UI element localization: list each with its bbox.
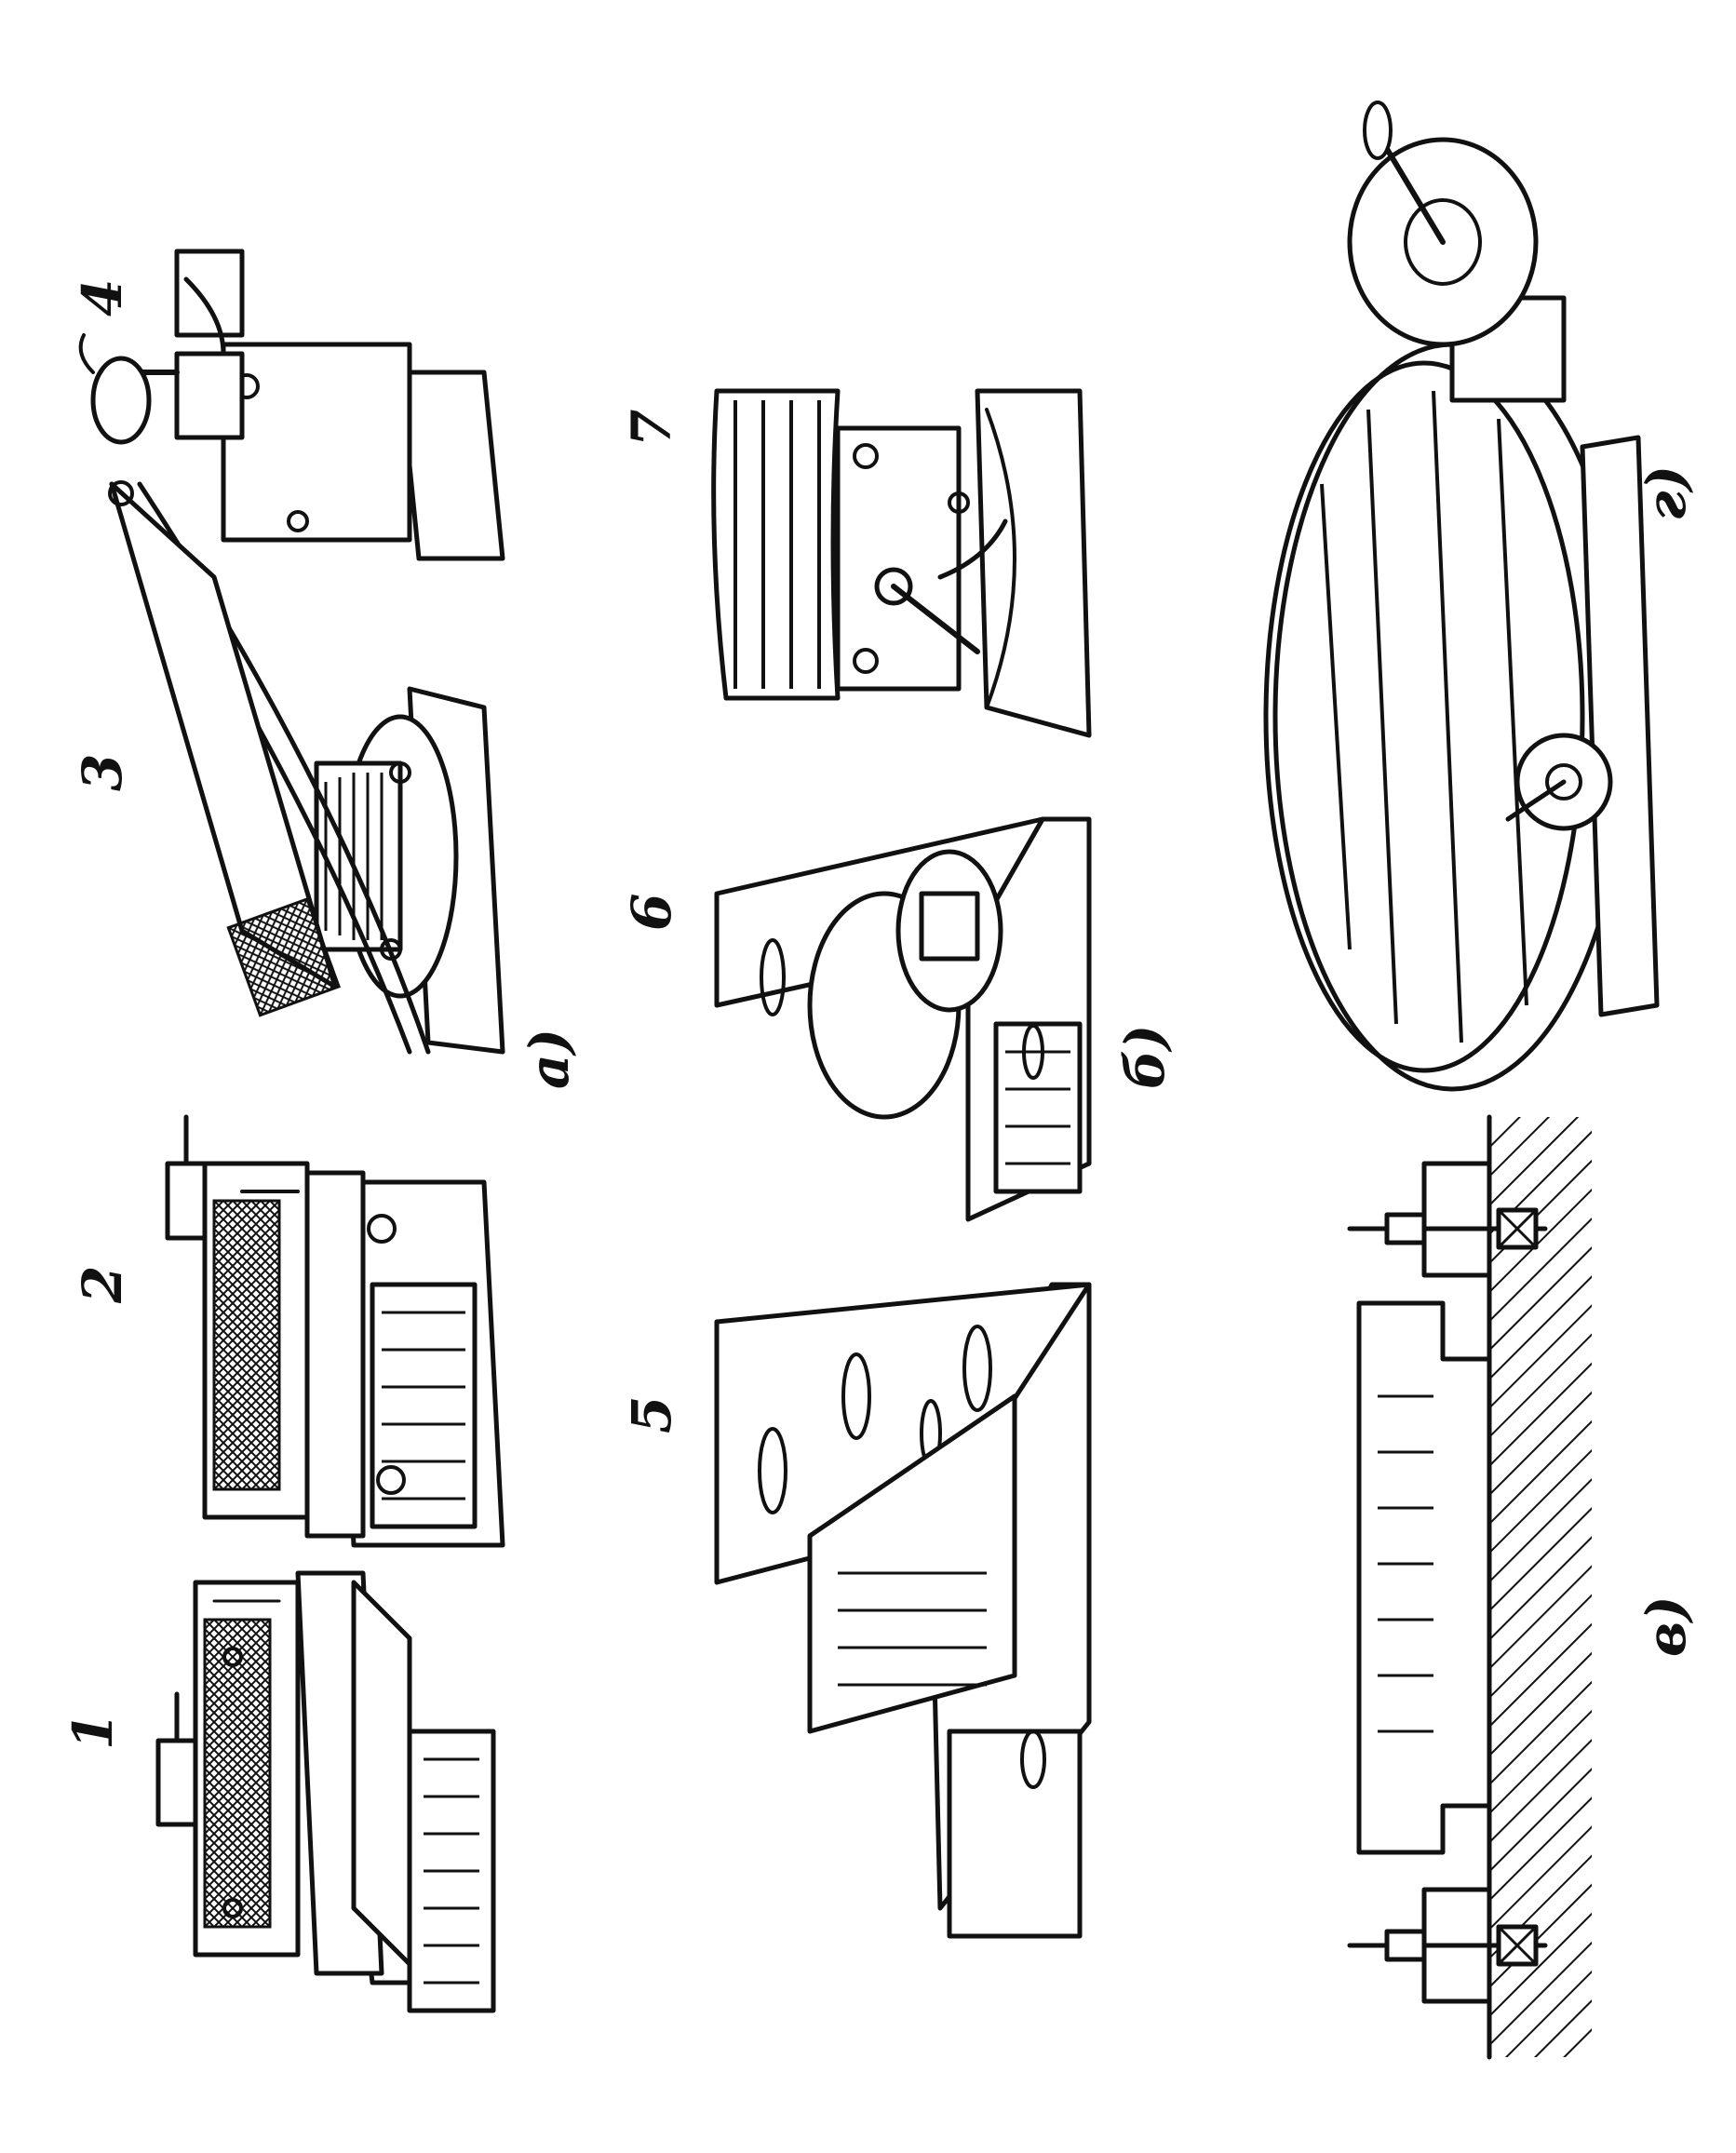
clamped-workpiece-section-icon [1347,1114,1592,2060]
item-5-angle-plate: 5 [620,1282,1092,1939]
angle-plate-icon [714,1282,1092,1939]
item-3-tilting-vise: 3 [71,480,505,1055]
item-4-prism-vise: 4 [71,249,505,561]
item-number-7: 7 [620,410,683,447]
section-b: 5 6 [620,388,1177,1939]
rotary-table-icon [1263,101,1660,1092]
item-2-double-vise: 2 [71,1114,505,1548]
item-number-1: 1 [61,1713,125,1750]
tilting-swivel-vise-icon [108,480,505,1055]
item-number-2: 2 [71,1266,134,1304]
adjustable-angle-plate-icon [714,816,1092,1222]
section-a: 1 [61,249,581,2013]
machine-vise-icon [155,1570,496,2013]
section-label-b: б) [1113,1025,1177,1089]
item-number-6: 6 [620,894,683,931]
prism-jaw-vise-icon [78,249,505,561]
section-label-a: а) [518,1029,581,1089]
section-v: в) [1347,1114,1698,2060]
item-1-machine-vise: 1 [61,1570,496,2013]
item-6-adjustable-plate: 6 [620,816,1092,1222]
section-label-g: г) [1635,465,1698,521]
item-number-3: 3 [71,754,134,791]
section-g: г) [1263,101,1698,1092]
item-7-tilting-table: 7 [620,388,1092,738]
item-number-4: 4 [71,279,134,316]
section-label-v: в) [1635,1595,1698,1657]
item-number-5: 5 [620,1396,683,1433]
double-machine-vise-icon [165,1114,505,1548]
universal-tilting-table-icon [711,388,1092,738]
